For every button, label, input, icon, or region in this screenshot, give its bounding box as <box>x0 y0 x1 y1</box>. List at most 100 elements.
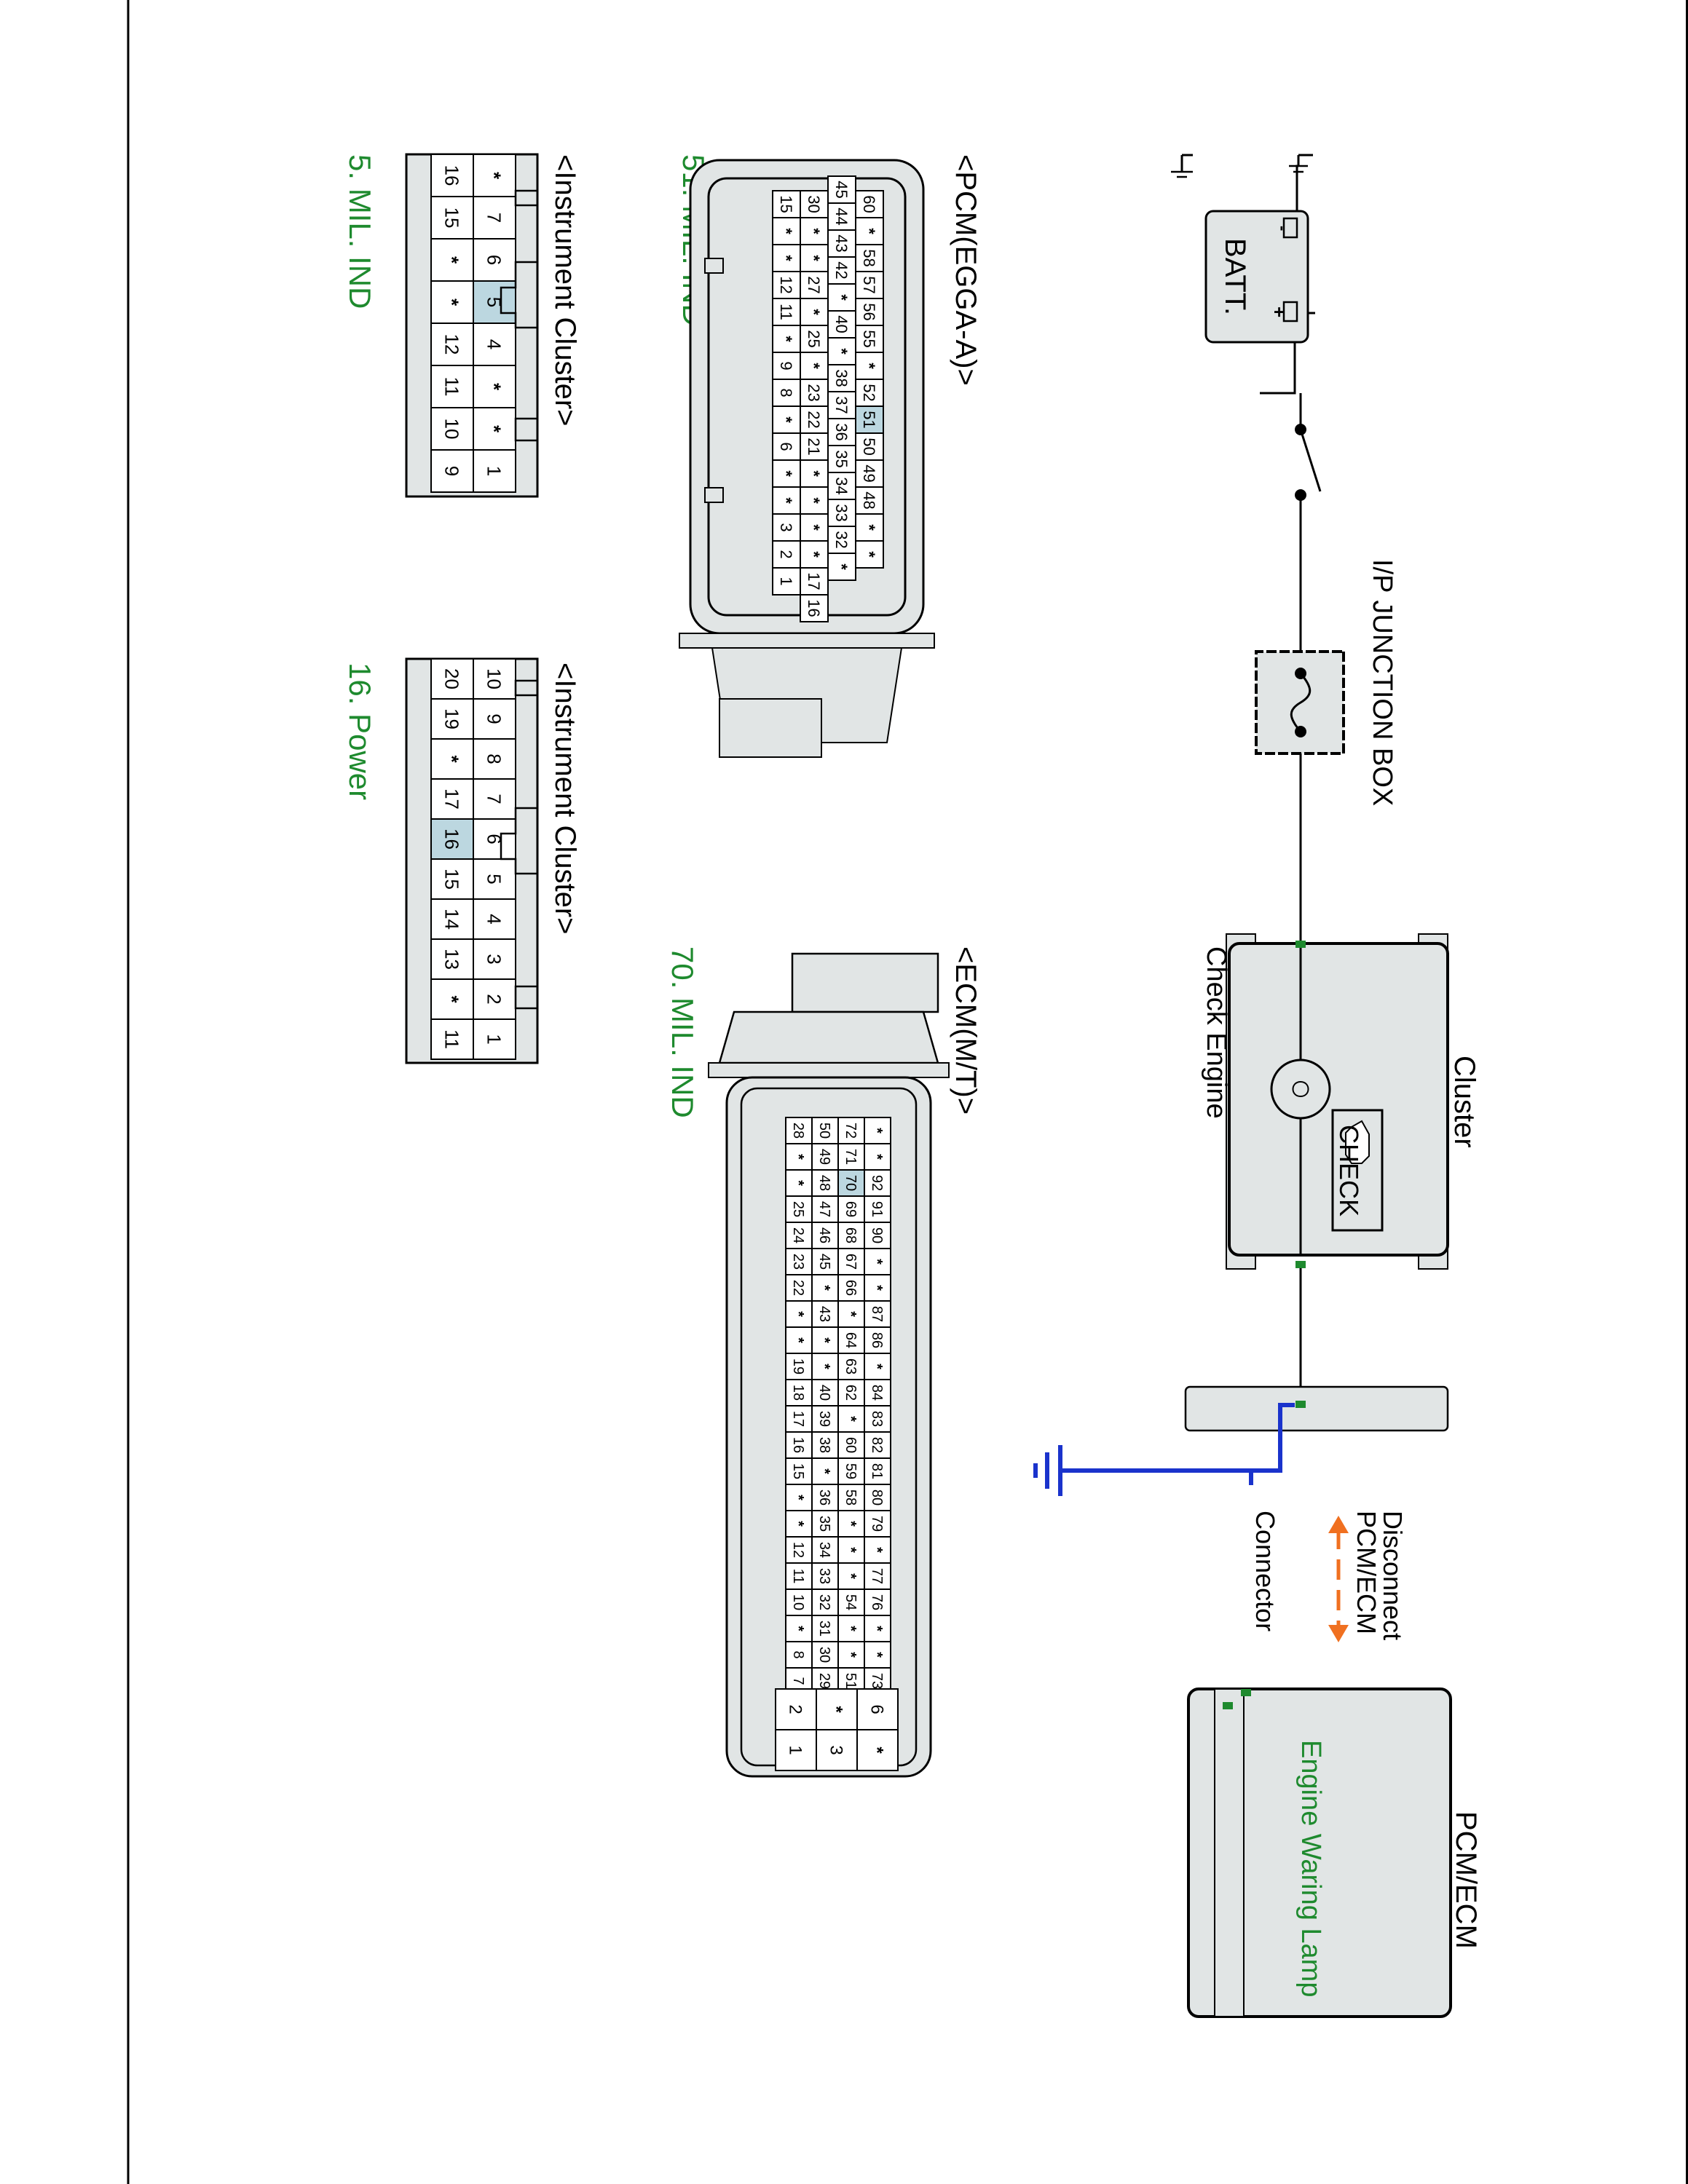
ecm-pin-label: 35 <box>816 1516 832 1532</box>
ecm-pin-label: 17 <box>790 1411 806 1427</box>
ecm-pin-label: 18 <box>790 1385 806 1401</box>
ecm-pin-label: * <box>790 1626 806 1631</box>
ecm-pin-label: 43 <box>816 1306 832 1322</box>
pcm-ecm-label: PCM/ECM <box>1450 1811 1482 1949</box>
pcm-pin-label: * <box>860 363 878 369</box>
ecm-pin-label: 25 <box>790 1201 806 1217</box>
ic2-pin-label: * <box>441 755 463 763</box>
ecm-pin-label: 70 <box>843 1175 859 1191</box>
ic2-pin-label: 13 <box>441 949 463 970</box>
ecm-pin-label: * <box>816 1285 832 1291</box>
ecm-pin-label: 59 <box>843 1463 859 1479</box>
ecm-pin-label: 29 <box>816 1673 832 1689</box>
ecm-pin-label: 8 <box>790 1650 806 1658</box>
pcm-pin-label: * <box>805 309 823 315</box>
ecm-connector-pin-label: 70. MIL. IND <box>666 946 700 1118</box>
ecm-pin-label: 38 <box>816 1437 832 1453</box>
pcm-pin-label: * <box>777 416 795 423</box>
ecm-pin-label: 50 <box>816 1123 832 1139</box>
ecm-pin-label: 19 <box>790 1358 806 1374</box>
ic2-pin-label: 8 <box>484 753 505 764</box>
pcm-pin-label: * <box>832 294 851 301</box>
pcm-pin-grid: 60*58575655*5251504948**45444342*40*3837… <box>772 175 884 622</box>
pcm-pin-label: * <box>777 497 795 504</box>
ecm-pin-label: 36 <box>816 1489 832 1506</box>
pcm-pin-label: * <box>805 228 823 234</box>
ecm-pin-label: 80 <box>869 1489 885 1506</box>
pcm-pin-cell <box>772 567 801 596</box>
ic1-pin-label: 11 <box>441 377 463 397</box>
pcm-pin-label: * <box>805 363 823 369</box>
ground-icon <box>1033 1445 1062 1496</box>
ecm-pin-label: 81 <box>869 1463 885 1479</box>
ecm-pin-label: 64 <box>843 1332 859 1348</box>
pcm-pin-label: * <box>832 563 851 570</box>
ic1-pin-label: 10 <box>441 419 463 440</box>
pcm-pin-label: 48 <box>860 491 878 509</box>
pcm-pin-label: * <box>777 228 795 234</box>
ecm-pin-label: * <box>843 1626 859 1631</box>
ecm-pin-label: * <box>790 1154 806 1160</box>
ic1-pin-label: 16 <box>441 165 463 186</box>
instrument-cluster-connector-2: <Instrument Cluster> 16. Power 109876543… <box>343 657 581 1064</box>
svg-text:Disconnect: Disconnect <box>1378 1511 1408 1640</box>
cluster-terminal-out <box>1295 1261 1306 1268</box>
pcm-pin-label: * <box>805 255 823 261</box>
svg-text:PCM/ECM: PCM/ECM <box>1352 1511 1381 1634</box>
check-engine-label: Check Engine <box>1201 946 1231 1119</box>
pcm-pin-label: * <box>805 470 823 477</box>
ic1-pin-label: * <box>484 383 505 391</box>
ecm-pin-label: 24 <box>790 1227 806 1243</box>
ecm-connector-title: <ECM(M/T)> <box>950 946 982 1115</box>
ecm-pin-label: 67 <box>843 1254 859 1270</box>
ecm-pin-label: * <box>843 1521 859 1527</box>
ecm-pin-label: 92 <box>869 1175 885 1191</box>
ecm-pin-label: 86 <box>869 1332 885 1348</box>
ecm-pin-label: * <box>816 1337 832 1343</box>
disconnect-label: Disconnect PCM/ECM Connector <box>1352 1511 1408 1640</box>
pcm-pin-label: 37 <box>832 396 851 414</box>
pcm-pin-label: 55 <box>860 330 878 347</box>
pcm-pin-label: 11 <box>777 304 795 320</box>
pcm-pin-label: 3 <box>777 523 795 531</box>
ecm-pin-label: 76 <box>869 1594 885 1610</box>
ic2-pin-label: 6 <box>484 834 505 844</box>
pcm-pin-label: 33 <box>832 504 851 521</box>
pcm-pin-label: 38 <box>832 369 851 387</box>
ecm-pin-label: 90 <box>869 1227 885 1243</box>
ecm-pin-label: * <box>869 1285 885 1291</box>
battery-plus-label: + <box>1269 306 1290 317</box>
ecm-pin-label: * <box>816 1364 832 1369</box>
pcm-pin-label: * <box>777 336 795 342</box>
pcm-pin-label: 23 <box>805 384 823 401</box>
ic2-title: <Instrument Cluster> <box>549 662 581 935</box>
pcm-pin-label: * <box>860 228 878 234</box>
check-engine-lamp-icon <box>1270 1059 1331 1120</box>
ic2-pin-label: 1 <box>484 1034 505 1044</box>
ecm-pin-label: 33 <box>816 1568 832 1584</box>
pcm-pin-label: 2 <box>777 550 795 558</box>
ic1-pin-label: 5 <box>484 297 505 307</box>
ecm-pin-label: 72 <box>843 1123 859 1139</box>
ecm-pin-label: 83 <box>869 1411 885 1427</box>
engine-lamp-label: Engine Waring Lamp <box>1295 1740 1326 1997</box>
ecm-pin-label: 77 <box>869 1568 885 1584</box>
ic2-pin-label: 3 <box>484 954 505 964</box>
pcm-ecm-terminal <box>1223 1702 1233 1709</box>
ecm-pin-label: 7 <box>790 1677 806 1685</box>
ecm-small-pin-label: * <box>867 1746 886 1754</box>
ecm-pin-label: 68 <box>843 1227 859 1243</box>
ecm-pin-label: * <box>790 1521 806 1527</box>
ecm-pin-label: * <box>790 1180 806 1186</box>
ecm-pin-label: 11 <box>790 1569 806 1584</box>
ic2-pin-label: 19 <box>441 708 463 729</box>
pcm-pin-cell <box>800 594 829 622</box>
ic2-pin-label: 16 <box>441 828 463 850</box>
pcm-egga-connector: <PCM(EGGA-A)> 51. MIL. IND 60*58575655*5… <box>677 154 982 758</box>
ecm-pin-label: 66 <box>843 1280 859 1296</box>
ecm-pin-label: 16 <box>790 1437 806 1453</box>
battery-ground-icon <box>1171 154 1313 178</box>
pcm-pin-label: * <box>860 551 878 558</box>
ecm-pin-label: 31 <box>816 1621 832 1637</box>
